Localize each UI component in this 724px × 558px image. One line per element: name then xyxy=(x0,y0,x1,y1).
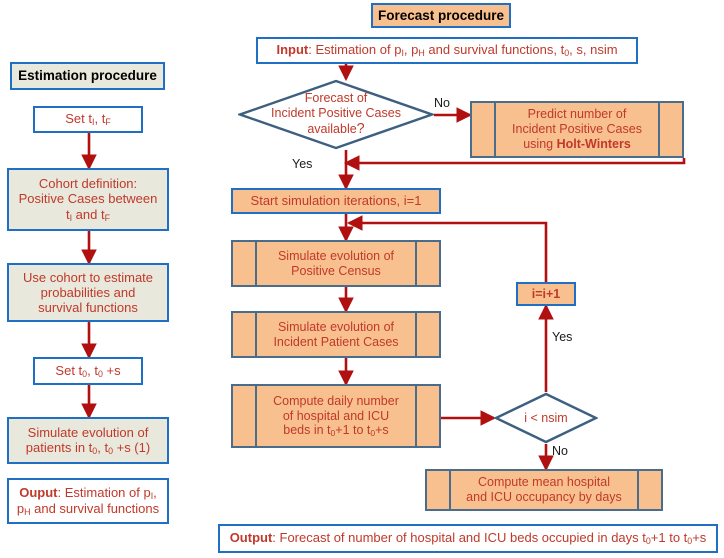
estimation-step-set-ti-tf[interactable]: Set tI, tF xyxy=(33,106,143,133)
start-simulation-iterations-label: Start simulation iterations, i=1 xyxy=(250,193,422,209)
process-bar-right xyxy=(415,242,417,285)
process-bar-left xyxy=(255,386,257,446)
process-bar-right xyxy=(658,103,660,156)
edge-label-no-forecast: No xyxy=(434,96,450,110)
estimation-step-set-t0-label: Set t0, t0 +s xyxy=(55,362,121,379)
increment-counter-label: i=i+1 xyxy=(531,286,561,301)
process-bar-right xyxy=(415,386,417,446)
forecast-input-label: Input: Estimation of pI, pH and survival… xyxy=(276,42,618,59)
forecast-title-text: Forecast procedure xyxy=(377,7,505,23)
decision-i-less-nsim-label: i < nsim xyxy=(524,410,568,425)
start-simulation-iterations-box[interactable]: Start simulation iterations, i=1 xyxy=(231,188,441,214)
process-bar-right xyxy=(415,313,417,356)
process-bar-left xyxy=(449,471,451,509)
estimation-step-cohort-definition-label: Cohort definition:Positive Cases between… xyxy=(18,175,158,223)
estimation-step-cohort-definition[interactable]: Cohort definition:Positive Cases between… xyxy=(7,168,169,231)
estimation-procedure-title: Estimation procedure xyxy=(10,62,165,90)
process-bar-left xyxy=(494,103,496,156)
forecast-output-box[interactable]: Output: Forecast of number of hospital a… xyxy=(218,524,718,553)
edge-label-yes-loop: Yes xyxy=(552,330,573,344)
forecast-output-label: Output: Forecast of number of hospital a… xyxy=(229,530,707,547)
decision-forecast-shape xyxy=(238,79,434,150)
process-bar-left xyxy=(255,242,257,285)
forecast-input-box[interactable]: Input: Estimation of pI, pH and survival… xyxy=(256,37,638,64)
estimation-output-label: Ouput: Estimation of pI,pH and survival … xyxy=(16,484,160,517)
process-bar-left xyxy=(255,313,257,356)
process-bar-right xyxy=(637,471,639,509)
estimation-output-box[interactable]: Ouput: Estimation of pI,pH and survival … xyxy=(7,478,169,524)
edge-label-no-nsim: No xyxy=(552,444,568,458)
estimation-step-set-t0[interactable]: Set t0, t0 +s xyxy=(33,357,143,385)
decision-nsim-shape xyxy=(494,392,598,444)
decision-i-less-nsim[interactable]: i < nsim xyxy=(494,392,598,444)
estimation-step-set-ti-tf-label: Set tI, tF xyxy=(65,111,111,128)
estimation-title-text: Estimation procedure xyxy=(18,68,157,84)
edge-label-yes-forecast: Yes xyxy=(292,157,313,171)
forecast-procedure-title: Forecast procedure xyxy=(371,3,511,28)
increment-counter-box[interactable]: i=i+1 xyxy=(516,282,576,306)
